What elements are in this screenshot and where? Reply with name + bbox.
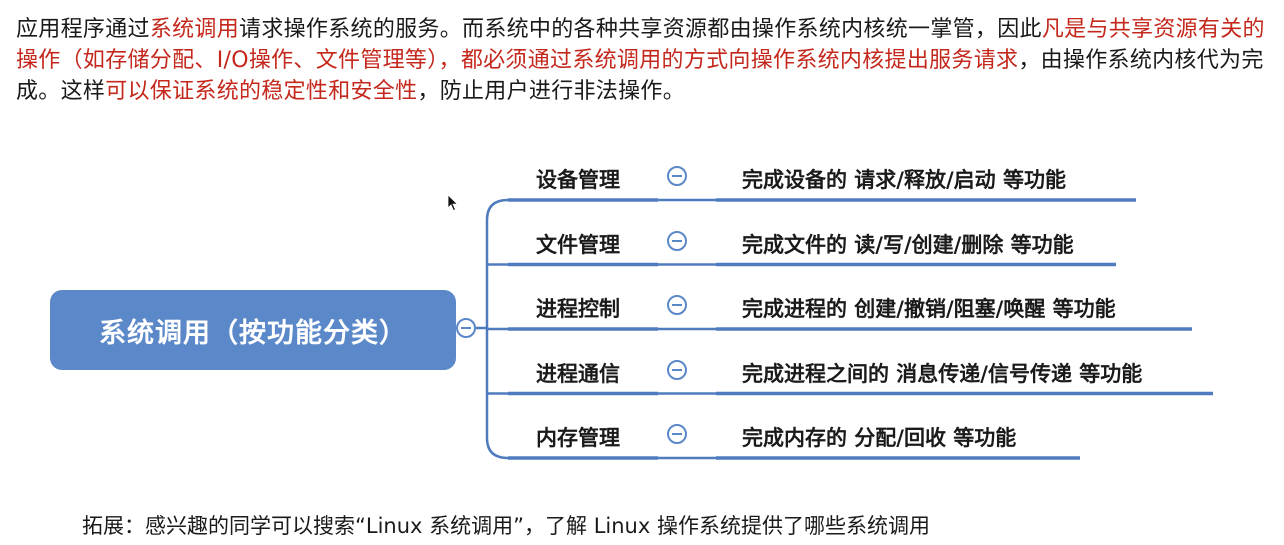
leaf-node-label[interactable]: 完成进程之间的 消息传递/信号传递 等功能 — [742, 361, 1143, 386]
collapse-minus-icon[interactable] — [667, 424, 687, 444]
intro-highlight-syscall: 系统调用 — [149, 17, 240, 42]
branch-node-label[interactable]: 内存管理 — [536, 426, 620, 450]
extension-note: 拓展：感兴趣的同学可以搜索“Linux 系统调用”，了解 Linux 操作系统提… — [82, 514, 930, 538]
mindmap-root-node[interactable]: 系统调用（按功能分类） — [50, 290, 456, 370]
intro-text-3: ，由操作系统内核代为完成。这样 — [16, 48, 1264, 104]
branch-node-label[interactable]: 文件管理 — [536, 232, 620, 257]
collapse-minus-icon[interactable] — [667, 230, 687, 251]
connector-lines — [476, 198, 1213, 460]
intro-text-2: 请求操作系统的服务。而系统中的各种共享资源都由操作系统内核统一掌管，因此 — [239, 17, 1042, 42]
leaf-node-label[interactable]: 完成文件的 读/写/创建/删除 等功能 — [742, 232, 1074, 257]
leaf-node-label[interactable]: 完成内存的 分配/回收 等功能 — [742, 426, 1017, 450]
branch-node-label[interactable]: 进程控制 — [536, 297, 620, 321]
intro-text-4: ，防止用户进行非法操作。 — [417, 79, 686, 104]
root-node-label: 系统调用（按功能分类） — [99, 317, 407, 349]
intro-highlight-shared-resources: 凡是与共享资源有关的操作（如存储分配、I/O操作、文件管理等），都必须通过系统调… — [16, 17, 1265, 73]
intro-highlight-stability: 可以保证系统的稳定性和安全性 — [105, 79, 418, 104]
collapse-minus-icon[interactable] — [667, 295, 687, 315]
branch-node-label[interactable]: 设备管理 — [536, 168, 620, 192]
intro-paragraph: 应用程序通过系统调用请求操作系统的服务。而系统中的各种共享资源都由操作系统内核统… — [16, 14, 1266, 107]
root-collapse-icon[interactable] — [456, 318, 476, 338]
leaf-node-label[interactable]: 完成设备的 请求/释放/启动 等功能 — [742, 168, 1066, 192]
leaf-node-label[interactable]: 完成进程的 创建/撤销/阻塞/唤醒 等功能 — [742, 297, 1116, 321]
collapse-minus-icon[interactable] — [667, 359, 687, 380]
collapse-minus-icon[interactable] — [667, 166, 687, 186]
branch-node-label[interactable]: 进程通信 — [536, 361, 620, 386]
intro-text-1: 应用程序通过 — [16, 17, 150, 42]
mouse-cursor-icon — [447, 194, 459, 212]
